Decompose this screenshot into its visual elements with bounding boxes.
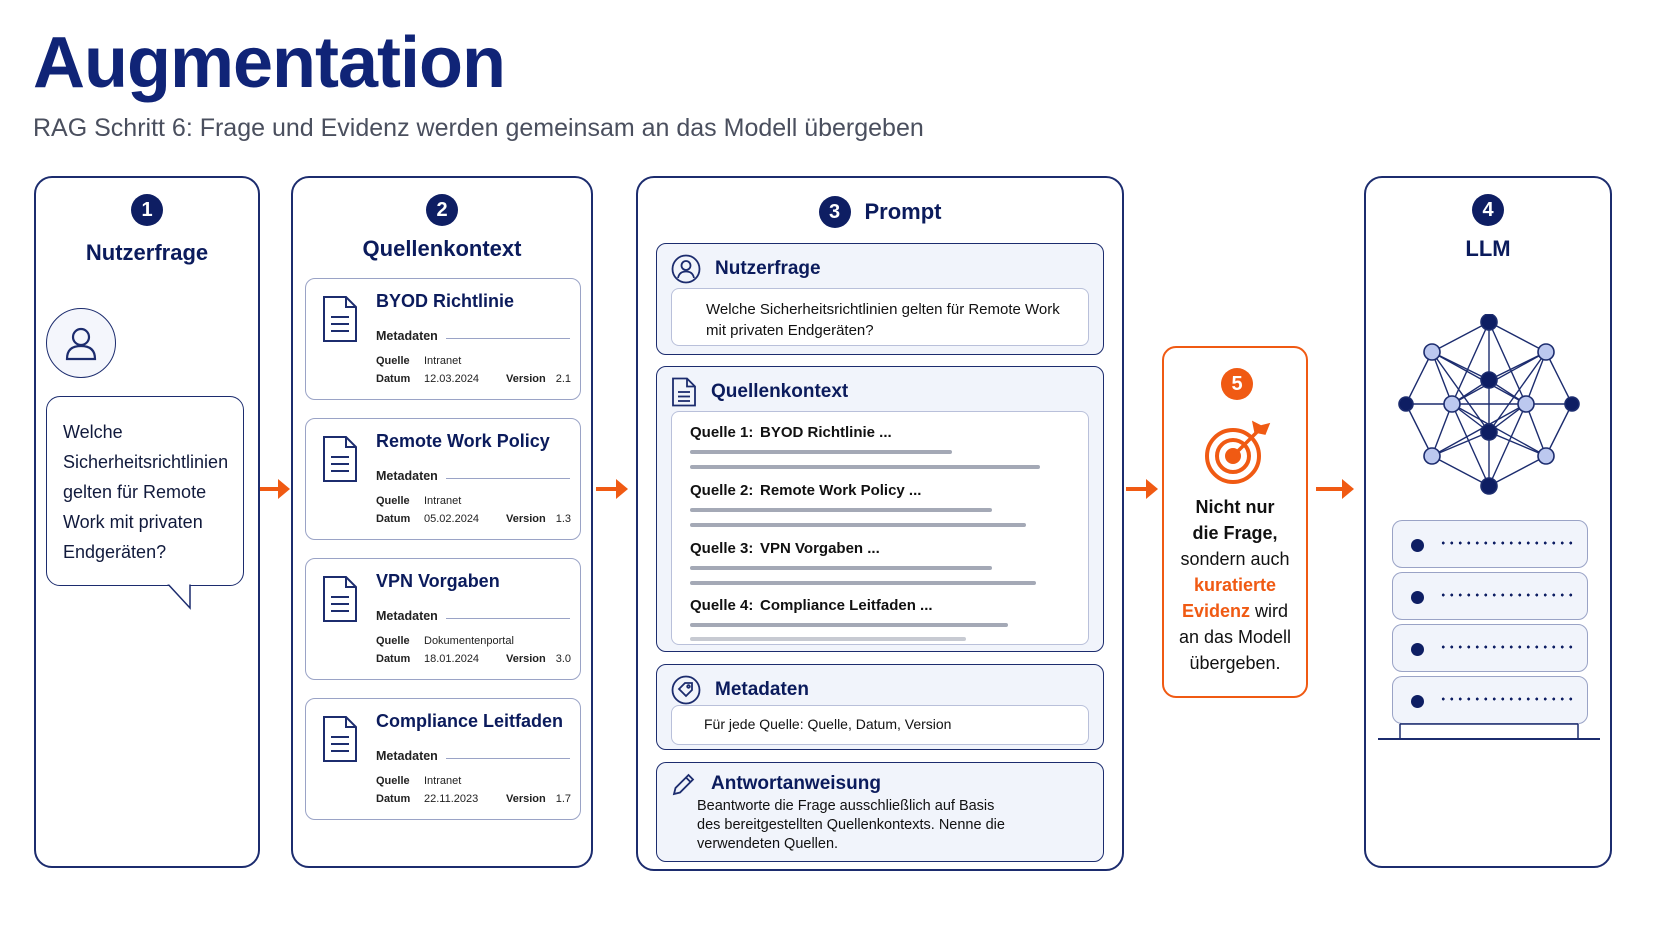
arrow-right-icon (260, 479, 290, 499)
panel-2-label: Quellenkontext (362, 236, 522, 261)
arrow-right-icon (1316, 479, 1354, 499)
document-icon (323, 436, 357, 482)
step-number-2: 2 (426, 194, 458, 226)
prompt-instruction-section: Antwortanweisung Beantworte die Frage au… (656, 762, 1104, 862)
arrow-right-icon (1126, 479, 1158, 499)
server-unit (1392, 624, 1588, 672)
pencil-icon (672, 773, 695, 796)
document-icon (323, 576, 357, 622)
target-icon (1205, 420, 1271, 484)
step-number-1: 1 (131, 194, 163, 226)
panel-llm: 4 LLM (1364, 176, 1612, 868)
bubble-tail (165, 582, 191, 610)
step-number-3: 3 (818, 196, 851, 228)
server-unit (1392, 572, 1588, 620)
context-source: Quelle 1:BYOD Richtlinie ... (690, 424, 892, 441)
context-source: Quelle 4:Compliance Leitfaden ... (690, 597, 933, 614)
panel-prompt: 3 Prompt Nutzerfrage Welche Sicherheitsr… (636, 176, 1124, 871)
question-bubble: Welche Sicherheitsrichtlinien gelten für… (46, 396, 244, 586)
user-icon (46, 308, 116, 378)
user-icon (671, 254, 701, 284)
panel-key-insight: 5 Nicht nur die Frage, sondern auch kura… (1162, 346, 1308, 698)
panel-3-label: Prompt (864, 199, 942, 224)
prompt-context-section: Quellenkontext Quelle 1:BYOD Richtlinie … (656, 366, 1104, 652)
tag-icon (671, 675, 701, 705)
prompt-query-section: Nutzerfrage Welche Sicherheitsrichtlinie… (656, 243, 1104, 355)
step-number-5: 5 (1221, 368, 1253, 400)
document-icon (323, 716, 357, 762)
document-icon (323, 296, 357, 342)
document-icon (672, 377, 696, 407)
panel-user-question: 1 Nutzerfrage Welche Sicherheitsrichtlin… (34, 176, 260, 868)
panel-4-label: LLM (1465, 236, 1511, 261)
panel-1-label: Nutzerfrage (85, 240, 209, 265)
context-source: Quelle 2:Remote Work Policy ... (690, 482, 922, 499)
context-source: Quelle 3:VPN Vorgaben ... (690, 540, 880, 557)
panel-source-context: 2 Quellenkontext BYOD Richtlinie Metadat… (291, 176, 593, 868)
page-title: Augmentation (33, 23, 506, 103)
prompt-metadata-section: Metadaten Für jede Quelle: Quelle, Datum… (656, 664, 1104, 750)
arrow-right-icon (596, 479, 628, 499)
server-base (1378, 723, 1600, 740)
neural-network-icon (1398, 314, 1580, 495)
server-unit (1392, 520, 1588, 568)
server-unit (1392, 676, 1588, 724)
step-number-4: 4 (1472, 194, 1504, 226)
page-subtitle: RAG Schritt 6: Frage und Evidenz werden … (33, 114, 924, 142)
